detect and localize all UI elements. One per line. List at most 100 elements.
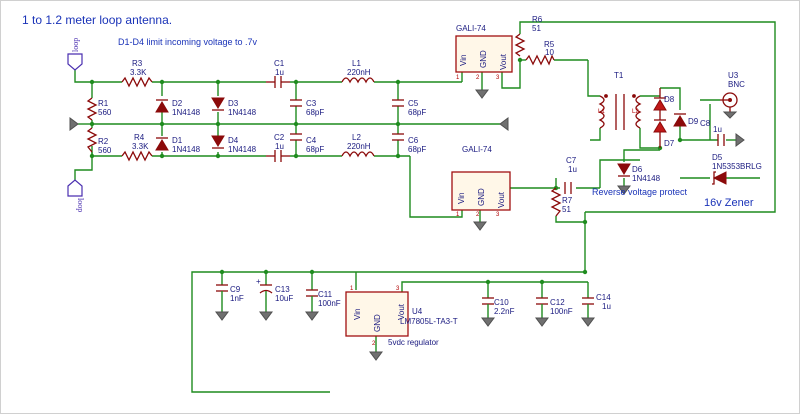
l1-ref: L1 [352, 59, 361, 68]
ground-icon [617, 185, 631, 195]
c5-ref: C5 [408, 99, 419, 108]
l2-ref: L2 [352, 133, 361, 142]
u4-pin1: 1 [350, 286, 354, 292]
inductor-l2: L2 220nH [341, 133, 375, 158]
c14-value: 1u [602, 302, 611, 311]
c11-ref: C11 [318, 290, 333, 299]
c8-value: 1u [713, 125, 722, 134]
connector-bnc: U3 BNC [720, 71, 745, 112]
c9-value: 1nF [230, 294, 244, 303]
loop-port-bottom: loop [67, 179, 85, 212]
c2-value: 1u [275, 142, 284, 151]
r2-ref: R2 [98, 137, 109, 146]
l2-value: 220nH [347, 142, 371, 151]
c9-ref: C9 [230, 285, 241, 294]
r7-ref: R7 [562, 196, 573, 205]
diode-d8: D8 [653, 88, 675, 120]
gali-top-pin3: 3 [496, 75, 500, 81]
gali-bottom-pin1: 1 [456, 212, 460, 218]
u4-pin2: 2 [372, 341, 376, 347]
r2-value: 560 [98, 146, 112, 155]
resistor-r2: R2 560 [86, 127, 112, 155]
ground-icon [473, 221, 487, 231]
gali-bottom-vout: Vout [497, 191, 506, 208]
resistor-r6: R6 51 [514, 15, 543, 57]
c13-value: 10uF [275, 294, 293, 303]
d8-ref: D8 [664, 95, 675, 104]
c8-ref: C8 [700, 119, 711, 128]
capacitor-c14: C14 1u [582, 293, 611, 318]
r5-ref: R5 [544, 40, 555, 49]
c6-ref: C6 [408, 136, 419, 145]
capacitor-c4: C4 68pF [290, 133, 324, 154]
t1-ref: T1 [614, 71, 624, 80]
u4-pin3: 3 [396, 286, 400, 292]
diode-d2: D2 1N4148 [155, 99, 201, 117]
c14-ref: C14 [596, 293, 611, 302]
d6-value: 1N4148 [632, 174, 661, 183]
capacitor-c8: C8 1u [700, 119, 725, 146]
d5-value: 1N5353BRLG [712, 162, 762, 171]
capacitor-c7: C7 1u [564, 156, 577, 194]
capacitor-c3: C3 68pF [290, 99, 324, 117]
d1-ref: D1 [172, 136, 183, 145]
capacitor-c10: C10 2.2nF [482, 297, 515, 318]
gali-top-gnd: GND [479, 50, 488, 68]
amplifier-gali-bottom: GALI-74 Vin GND Vout 1 2 3 [451, 145, 511, 218]
r7-value: 51 [562, 205, 571, 214]
capacitor-c1: C1 1u [266, 59, 290, 88]
u4-ref: U4 [412, 307, 423, 316]
u4-vin: Vin [353, 309, 362, 320]
gali-top-pin2: 2 [476, 75, 480, 81]
capacitor-c11: C11 100nF [306, 289, 341, 312]
d4-value: 1N4148 [228, 145, 257, 154]
gali-bottom-name: GALI-74 [462, 145, 492, 154]
c13-plus: + [256, 277, 261, 286]
c12-ref: C12 [550, 298, 565, 307]
r6-ref: R6 [532, 15, 543, 24]
r5-value: 10 [545, 48, 554, 57]
resistor-r1: R1 560 [86, 97, 112, 121]
ground-icon [735, 133, 745, 147]
transformer-t1: T1 L1 L2 [598, 71, 642, 130]
resistor-r3: R3 3.3K [121, 59, 153, 88]
capacitor-c2: C2 1u [266, 133, 290, 162]
d3-ref: D3 [228, 99, 239, 108]
ground-icon [499, 117, 509, 131]
diode-d3: D3 1N4148 [211, 97, 257, 117]
c2-ref: C2 [274, 133, 285, 142]
u4-part: LM7805L-TA3-T [400, 317, 458, 326]
ground-icon [69, 117, 79, 131]
loop-port-bottom-label: loop [76, 198, 85, 212]
r1-ref: R1 [98, 99, 109, 108]
capacitor-c9: C9 1nF [216, 284, 244, 312]
c7-value: 1u [568, 165, 577, 174]
l1-value: 220nH [347, 68, 371, 77]
loop-port-top-label: loop [71, 38, 80, 52]
gali-top-vout: Vout [499, 53, 508, 70]
c7-ref: C7 [566, 156, 577, 165]
schematic-title: 1 to 1.2 meter loop antenna. [22, 13, 172, 27]
gali-bottom-vin: Vin [457, 193, 466, 204]
d6-ref: D6 [632, 165, 643, 174]
c1-ref: C1 [274, 59, 285, 68]
ground-symbols [69, 89, 745, 361]
bnc-ref: U3 [728, 71, 739, 80]
diode-d1: D1 1N4148 [155, 136, 201, 154]
d2-value: 1N4148 [172, 108, 201, 117]
c12-value: 100nF [550, 307, 573, 316]
limit-note: D1-D4 limit incoming voltage to .7v [118, 37, 258, 47]
reverse-voltage-note: Reverse voltage protect [592, 187, 688, 197]
resistor-r7: R7 51 [550, 187, 573, 217]
diode-d6: D6 1N4148 [617, 163, 661, 183]
zener-note: 16v Zener [704, 197, 754, 209]
u4-caption: 5vdc regulator [388, 338, 439, 347]
capacitor-c13: + C13 10uF [256, 277, 293, 312]
t1-primary: L1 [598, 109, 605, 115]
c4-ref: C4 [306, 136, 317, 145]
c1-value: 1u [275, 68, 284, 77]
c5-value: 68pF [408, 108, 426, 117]
r3-ref: R3 [132, 59, 143, 68]
ground-icon [259, 311, 273, 321]
r1-value: 560 [98, 108, 112, 117]
